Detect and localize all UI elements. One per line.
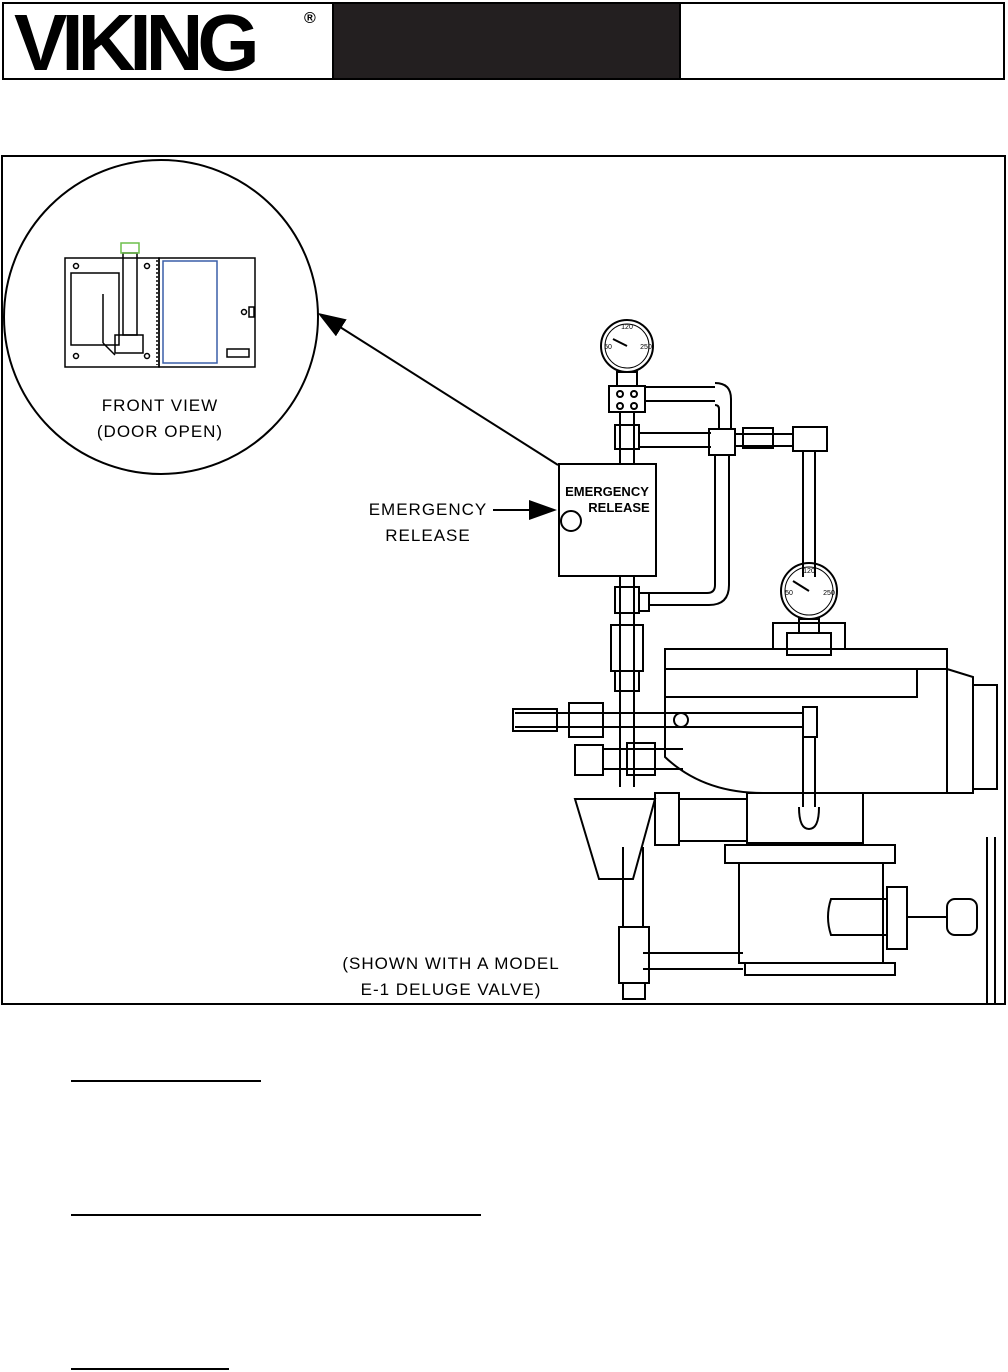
figure-note-line2: E-1 DELUGE VALVE) xyxy=(361,980,542,999)
page-header: VIKING ® xyxy=(2,2,1005,80)
front-view-cabinet xyxy=(64,242,256,368)
box-label-line2: RELEASE xyxy=(588,500,650,515)
top-gauge-tick-low: 50 xyxy=(604,344,612,351)
section-heading-rule-2 xyxy=(71,1214,481,1216)
drain-assembly xyxy=(512,702,820,1000)
detail-caption-line2: (DOOR OPEN) xyxy=(97,422,223,441)
release-knob xyxy=(560,510,582,532)
logo-mark: VIKING xyxy=(14,4,286,78)
emergency-release-box xyxy=(558,463,657,577)
figure-panel: FRONT VIEW (DOOR OPEN) EMERGENCY RELEASE… xyxy=(1,155,1006,1005)
detail-leader-arrow xyxy=(317,312,559,466)
detail-caption-line1: FRONT VIEW xyxy=(102,396,218,415)
bottom-pressure-gauge xyxy=(780,562,838,656)
section-heading-rule-1 xyxy=(71,1080,261,1082)
top-gauge-tick-mid: 120 xyxy=(621,324,633,331)
section-heading-rule-3 xyxy=(71,1368,229,1370)
callout-label-line2: RELEASE xyxy=(385,526,470,545)
logo-wordmark: VIKING xyxy=(14,4,255,78)
trim-piping xyxy=(610,382,828,787)
callout-label-line1: EMERGENCY xyxy=(369,500,488,519)
viking-logo: VIKING ® xyxy=(4,4,334,78)
emergency-release-diagram: FRONT VIEW (DOOR OPEN) EMERGENCY RELEASE… xyxy=(3,159,998,1003)
water-drop-icon xyxy=(258,22,286,72)
registered-mark: ® xyxy=(304,10,316,27)
deluge-valve-body xyxy=(664,622,998,1003)
figure-note-line1: (SHOWN WITH A MODEL xyxy=(342,954,559,973)
top-gauge-tick-high: 250 xyxy=(640,344,652,351)
bottom-gauge-tick-low: 50 xyxy=(785,590,793,597)
header-title-band xyxy=(334,4,679,78)
top-pressure-gauge xyxy=(600,319,654,413)
bottom-gauge-tick-high: 250 xyxy=(823,590,835,597)
box-label-line1: EMERGENCY xyxy=(565,484,649,499)
bottom-gauge-tick-mid: 120 xyxy=(803,568,815,575)
header-info-cell xyxy=(679,4,1003,78)
